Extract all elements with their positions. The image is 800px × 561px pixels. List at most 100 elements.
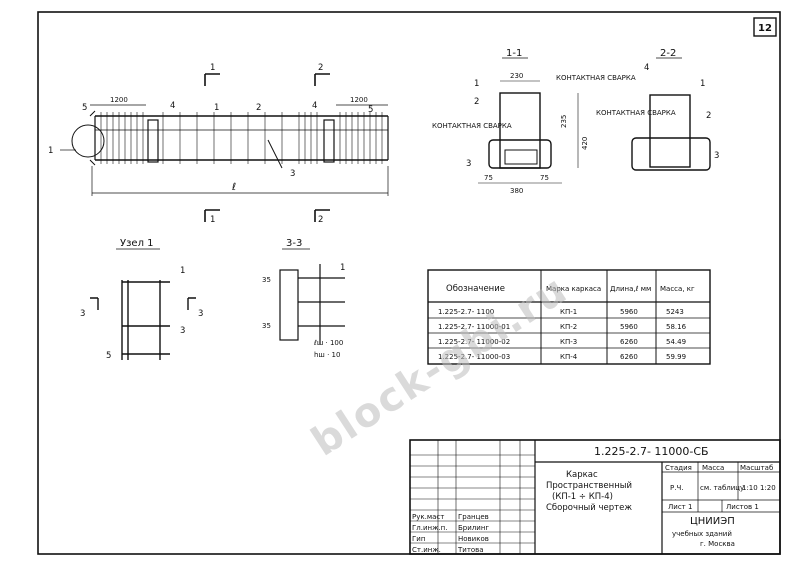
node-1-title: Узел 1 bbox=[120, 238, 154, 249]
section-2-2-callout-3: 3 bbox=[714, 151, 719, 161]
scale-header: Масштаб bbox=[740, 464, 773, 472]
title-block: 1.225-2.7- 11000-СБ Каркас Пространствен… bbox=[409, 439, 781, 555]
title-name-line-1: Каркас bbox=[566, 470, 598, 480]
section-1-1-view: 1-1 230 235 420 75 75 380 КОНТАКТНАЯ СВА… bbox=[432, 48, 636, 195]
section-1-1-weld-top: КОНТАКТНАЯ СВАРКА bbox=[556, 74, 636, 82]
table-cell: 5243 bbox=[666, 308, 684, 316]
section-3-3-callout-1: 1 bbox=[340, 263, 345, 273]
section-1-1-dim-top: 230 bbox=[510, 72, 523, 80]
section-mark-2-top: 2 bbox=[318, 63, 323, 73]
section-1-1-callout-1: 1 bbox=[474, 79, 479, 89]
section-mark-1-top: 1 bbox=[210, 63, 215, 73]
org-name-2: учебных зданий bbox=[672, 530, 732, 538]
sheet-frame bbox=[37, 11, 781, 555]
section-3-3-view: 3-3 1 35 35 ℓш · 100 hш · 10 bbox=[262, 238, 345, 359]
person-3: Новиков bbox=[458, 535, 489, 543]
person-4: Титова bbox=[457, 546, 484, 554]
table-cell: 1.225-2.7- 11000-03 bbox=[438, 353, 510, 361]
section-3-3-hsh: hш · 10 bbox=[314, 351, 340, 359]
title-name-line-4: Сборочный чертеж bbox=[546, 503, 632, 513]
main-elevation-view: ℓ 1200 1200 1 5 4 1 2 4 5 3 1 1 2 2 bbox=[48, 63, 389, 225]
table-cell: 54.49 bbox=[666, 338, 686, 346]
section-1-1-dim-bottom: 380 bbox=[510, 187, 523, 195]
section-3-3-title: 3-3 bbox=[286, 238, 302, 249]
table-header-mass: Масса, кг bbox=[660, 285, 695, 293]
stage-value: Р.Ч. bbox=[670, 484, 683, 492]
main-callout-2: 2 bbox=[256, 103, 261, 113]
section-mark-2-bottom: 2 bbox=[318, 215, 323, 225]
role-3: Гип bbox=[412, 535, 425, 543]
table-cell: 5960 bbox=[620, 308, 638, 316]
title-code: 1.225-2.7- 11000-СБ bbox=[594, 445, 709, 458]
sheets-label: Листов 1 bbox=[726, 503, 759, 511]
table-header-length: Длина,ℓ мм bbox=[610, 285, 651, 293]
role-4: Ст.инж. bbox=[412, 546, 441, 554]
scale-value: 1:10 1:20 bbox=[742, 484, 776, 492]
main-callout-1b: 1 bbox=[214, 103, 219, 113]
table-cell: КП-3 bbox=[560, 338, 577, 346]
node-1-callout-3: 3 bbox=[180, 326, 185, 336]
main-dim-right: 1200 bbox=[350, 96, 368, 104]
table-cell: 6260 bbox=[620, 338, 638, 346]
section-2-2-callout-1: 1 bbox=[700, 79, 705, 89]
section-1-1-weld-side: КОНТАКТНАЯ СВАРКА bbox=[432, 122, 512, 130]
org-name-1: ЦНИИЭП bbox=[690, 516, 735, 527]
node-1-view: Узел 1 1 3 5 3 3 bbox=[80, 238, 203, 361]
section-3-3-dim-b: 35 bbox=[262, 322, 271, 330]
table-cell: КП-2 bbox=[560, 323, 577, 331]
watermark-text: block-gbi.ru bbox=[304, 266, 577, 465]
table-header-designation: Обозначение bbox=[446, 284, 505, 294]
mass-header: Масса bbox=[702, 464, 724, 472]
main-callout-4a: 4 bbox=[170, 101, 175, 111]
stage-header: Стадия bbox=[665, 464, 692, 472]
node-1-callout-5: 5 bbox=[106, 351, 111, 361]
main-callout-4b: 4 bbox=[312, 101, 317, 111]
mass-value: см. таблицу bbox=[700, 484, 744, 492]
table-cell: 5960 bbox=[620, 323, 638, 331]
main-callout-5a: 5 bbox=[82, 103, 87, 113]
section-1-1-callout-2: 2 bbox=[474, 97, 479, 107]
main-callout-5b: 5 bbox=[368, 105, 373, 115]
main-length-label: ℓ bbox=[232, 182, 236, 193]
section-2-2-weld: КОНТАКТНАЯ СВАРКА bbox=[596, 109, 676, 117]
node-1-mark-right: 3 bbox=[198, 309, 203, 319]
specification-table: Обозначение Марка каркаса Длина,ℓ мм Мас… bbox=[427, 269, 711, 365]
title-name-line-3: (КП-1 ÷ КП-4) bbox=[552, 492, 613, 502]
section-1-1-dim-small: 235 bbox=[560, 115, 568, 128]
table-cell: 59.99 bbox=[666, 353, 686, 361]
sheet-label: Лист 1 bbox=[668, 503, 692, 511]
sheet-number-box bbox=[753, 17, 777, 37]
role-1: Рук.маст bbox=[412, 513, 444, 521]
table-cell: 1.225-2.7- 11000-02 bbox=[438, 338, 510, 346]
section-2-2-callout-2: 2 bbox=[706, 111, 711, 121]
section-1-1-callout-3: 3 bbox=[466, 159, 471, 169]
person-2: Брилинг bbox=[458, 524, 489, 532]
section-2-2-view: 2-2 КОНТАКТНАЯ СВАРКА 4 1 2 3 bbox=[596, 48, 719, 171]
table-cell: 58.16 bbox=[666, 323, 687, 331]
role-2: Гл.инж.п. bbox=[412, 524, 447, 532]
table-cell: КП-1 bbox=[560, 308, 577, 316]
main-callout-1: 1 bbox=[48, 146, 53, 156]
main-callout-3: 3 bbox=[290, 169, 295, 179]
node-1-callout-1: 1 bbox=[180, 266, 185, 276]
section-2-2-title: 2-2 bbox=[660, 48, 676, 59]
section-mark-1-bottom: 1 bbox=[210, 215, 215, 225]
section-3-3-dim-a: 35 bbox=[262, 276, 271, 284]
title-name-line-2: Пространственный bbox=[546, 481, 632, 491]
table-cell: 6260 bbox=[620, 353, 638, 361]
sheet-number: 12 bbox=[758, 23, 772, 34]
person-1: Гранцев bbox=[458, 513, 489, 521]
section-3-3-lsh: ℓш · 100 bbox=[313, 339, 343, 347]
table-header-mark: Марка каркаса bbox=[546, 285, 601, 293]
table-cell: 1.225-2.7- 11000-01 bbox=[438, 323, 510, 331]
section-1-1-dim-b-left: 75 bbox=[484, 174, 493, 182]
table-cell: 1.225-2.7- 1100 bbox=[438, 308, 494, 316]
section-1-1-dim-b-right: 75 bbox=[540, 174, 549, 182]
table-cell: КП-4 bbox=[560, 353, 578, 361]
org-name-3: г. Москва bbox=[700, 540, 735, 548]
main-dim-left: 1200 bbox=[110, 96, 128, 104]
section-1-1-title: 1-1 bbox=[506, 48, 522, 59]
node-1-mark-left: 3 bbox=[80, 309, 85, 319]
section-1-1-dim-side: 420 bbox=[581, 137, 589, 150]
